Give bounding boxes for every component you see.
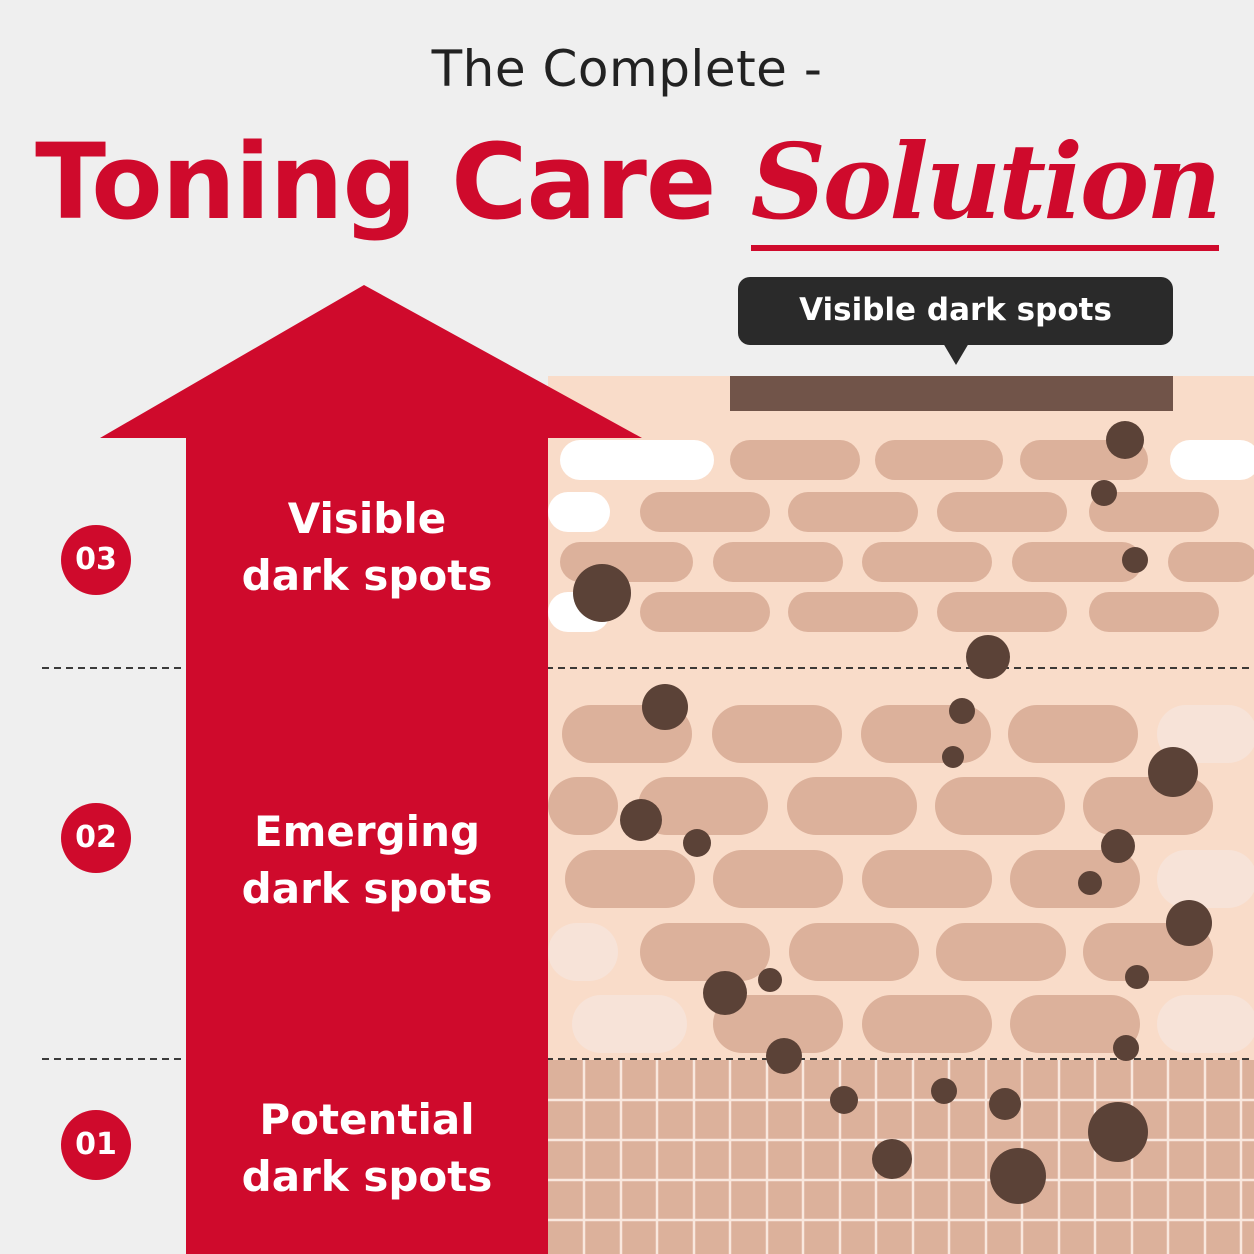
stage-label-line2: dark spots [241,551,493,600]
title-accent: Solution [750,120,1222,251]
stage-badge-03: 03 [61,525,131,595]
page-title: Toning Care Solution [0,120,1254,251]
visible-spots-callout: Visible dark spots [738,277,1173,345]
stage-label-line1: Emerging [253,807,481,856]
stage-label-emerging: Emerging dark spots [186,803,548,917]
middle-layer-cells [548,705,1254,1053]
progression-arrow [100,285,642,1254]
stage-label-potential: Potential dark spots [186,1091,548,1205]
subtitle: The Complete - [431,40,823,98]
stage-label-line1: Visible [287,494,447,543]
stage-badge-02: 02 [61,803,131,873]
stage-dividers [42,667,1254,1060]
stage-badge-01: 01 [61,1110,131,1180]
stage-label-line1: Potential [259,1095,475,1144]
callout-pointer [943,343,969,365]
stage-label-line2: dark spots [241,864,493,913]
stage-label-line2: dark spots [241,1152,493,1201]
stage-label-visible: Visible dark spots [186,490,548,604]
pigment-spots [573,421,1212,1204]
surface-dark-band [730,376,1173,411]
title-main: Toning Care [35,121,716,243]
